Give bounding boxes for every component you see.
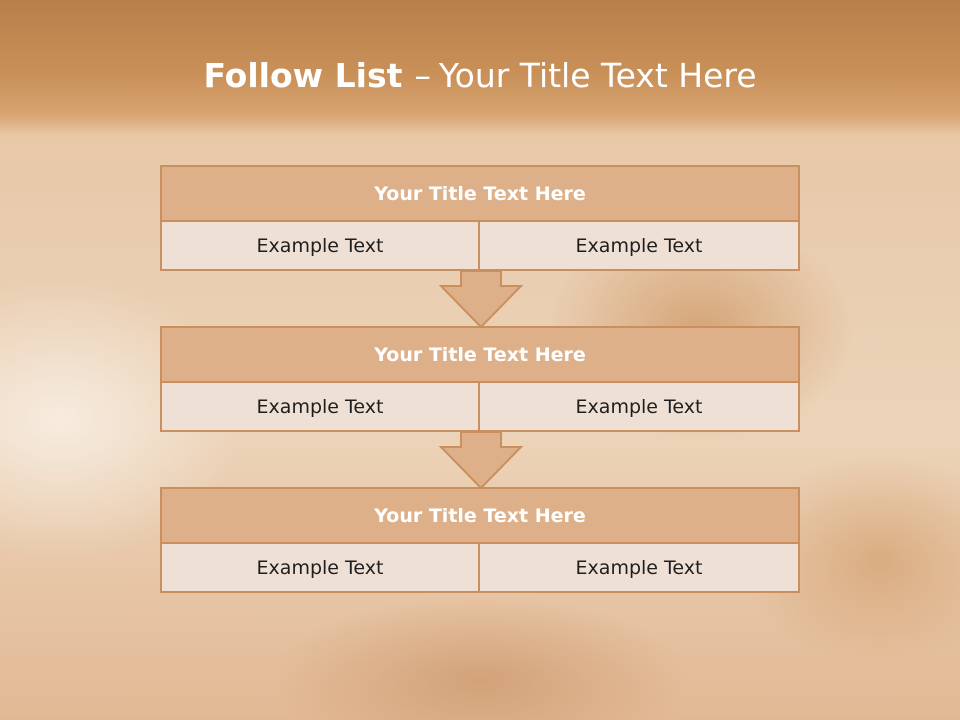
block-cell-left: Example Text xyxy=(160,544,480,593)
title-separator: – xyxy=(414,56,431,95)
block-header: Your Title Text Here xyxy=(160,326,800,383)
down-arrow-icon xyxy=(438,431,524,489)
title-band xyxy=(0,0,960,135)
block-header: Your Title Text Here xyxy=(160,487,800,544)
list-block-1: Your Title Text Here Example Text Exampl… xyxy=(160,165,800,271)
title-rest-part: Your Title Text Here xyxy=(438,56,757,95)
slide-title: Follow List–Your Title Text Here xyxy=(0,52,960,100)
block-cell-left: Example Text xyxy=(160,383,480,432)
block-cell-right: Example Text xyxy=(480,222,800,271)
list-block-3: Your Title Text Here Example Text Exampl… xyxy=(160,487,800,593)
block-header: Your Title Text Here xyxy=(160,165,800,222)
block-cell-left: Example Text xyxy=(160,222,480,271)
block-cell-right: Example Text xyxy=(480,383,800,432)
down-arrow-icon xyxy=(438,270,524,328)
block-cell-right: Example Text xyxy=(480,544,800,593)
list-block-2: Your Title Text Here Example Text Exampl… xyxy=(160,326,800,432)
title-bold-part: Follow List xyxy=(203,56,403,95)
